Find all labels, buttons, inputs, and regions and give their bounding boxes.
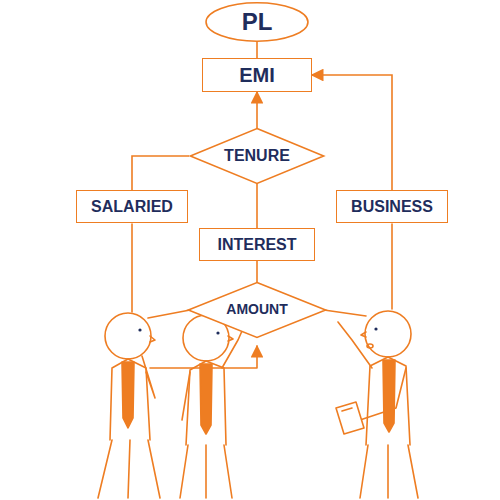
connector bbox=[256, 184, 258, 228]
ellipse-path bbox=[206, 3, 308, 41]
connector bbox=[132, 156, 189, 190]
process-box: SALARIED bbox=[76, 190, 188, 223]
node-label: SALARIED bbox=[91, 198, 173, 216]
ellipse-node: PL bbox=[205, 2, 309, 42]
node-label: AMOUNT bbox=[226, 302, 287, 317]
node-label: BUSINESS bbox=[351, 198, 433, 216]
node-label: PL bbox=[242, 9, 273, 35]
node-label: INTEREST bbox=[217, 236, 296, 254]
node-label: EMI bbox=[239, 64, 275, 86]
diamond-path bbox=[190, 129, 323, 184]
process-box: EMI bbox=[202, 58, 312, 92]
process-box: INTEREST bbox=[199, 228, 315, 261]
diamond-path bbox=[188, 283, 325, 338]
process-box: BUSINESS bbox=[336, 190, 448, 223]
connector bbox=[256, 42, 258, 58]
connector bbox=[312, 75, 392, 190]
decision-diamond: AMOUNT bbox=[187, 282, 327, 338]
node-label: TENURE bbox=[224, 147, 290, 165]
decision-diamond: TENURE bbox=[189, 128, 325, 184]
connector bbox=[256, 92, 258, 128]
connector bbox=[256, 261, 258, 282]
